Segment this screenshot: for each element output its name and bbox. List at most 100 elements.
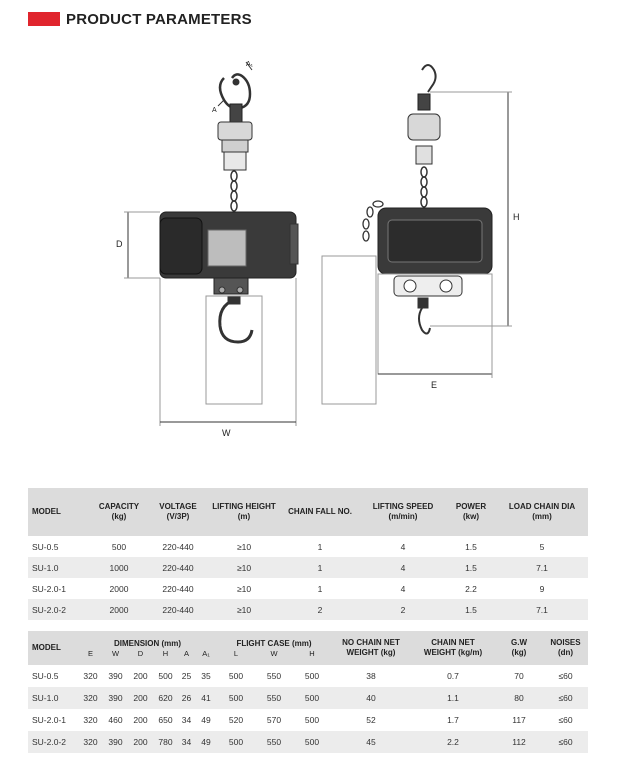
cell-model: SU-0.5	[32, 671, 59, 681]
table-header-row: MODEL DIMENSION (mm) FLIGHT CASE (mm) NO…	[28, 631, 588, 657]
cell-no-chain-weight: 40	[366, 693, 376, 703]
table-row: SU-0.5 320 390 200 500 25 35 500 550 500…	[28, 665, 588, 687]
subheader-h: H	[162, 649, 169, 658]
side-view-drawing	[321, 64, 512, 405]
cell-case-l: 500	[228, 671, 244, 681]
cell-a1: 49	[201, 715, 211, 725]
cell-case-l: 520	[228, 715, 244, 725]
table-row: SU-2.0-1 320 460 200 650 34 49 520 570 5…	[28, 709, 588, 731]
cell-e: 320	[83, 693, 98, 703]
cell-no-chain-weight: 52	[366, 715, 376, 725]
cell-noises: ≤60	[558, 715, 573, 725]
cell-a1: 41	[201, 693, 211, 703]
cell-gw: 117	[512, 715, 526, 725]
cell-case-w: 550	[266, 693, 282, 703]
cell-h: 500	[158, 671, 173, 681]
cell-capacity: 1000	[109, 562, 129, 573]
subheader-e: E	[87, 649, 93, 658]
cell-a: 34	[181, 737, 192, 747]
column-header-gw: G.W(kg)	[511, 638, 527, 657]
column-header-dimension: DIMENSION (mm)	[113, 639, 182, 648]
table-header-row: MODEL CAPACITY(kg) VOLTAGE(V/3P) LIFTING…	[28, 488, 588, 536]
cell-model: SU-2.0-2	[32, 737, 67, 747]
cell-lifting-speed: 2	[400, 604, 406, 615]
page-title: PRODUCT PARAMETERS	[66, 10, 252, 28]
dimension-a1-label: A₁	[246, 61, 254, 68]
column-header-flight-case: FLIGHT CASE (mm)	[236, 639, 312, 648]
cell-load-chain: 7.1	[536, 562, 548, 573]
cell-gw: 70	[514, 671, 524, 681]
cell-a: 25	[181, 671, 192, 681]
cell-d: 200	[133, 737, 148, 747]
hoist-technical-drawing: D W H E A A₁	[116, 61, 520, 438]
cell-case-h: 500	[304, 693, 320, 703]
cell-chain-fall: 1	[317, 562, 323, 573]
subheader-a1: A₁	[202, 649, 210, 658]
cell-d: 200	[133, 715, 148, 725]
column-header-capacity: CAPACITY(kg)	[98, 502, 140, 521]
subheader-d: D	[137, 649, 144, 658]
cell-model: SU-2.0-1	[32, 583, 67, 594]
cell-chain-weight: 0.7	[447, 671, 459, 681]
cell-capacity: 2000	[109, 583, 129, 594]
cell-a: 26	[181, 693, 192, 703]
cell-no-chain-weight: 45	[366, 737, 376, 747]
cell-power: 2.2	[465, 583, 477, 594]
cell-lifting-height: ≥10	[236, 583, 252, 594]
cell-w: 390	[108, 737, 123, 747]
header-accent-bar	[28, 12, 60, 26]
cell-w: 390	[108, 693, 123, 703]
cell-case-l: 500	[228, 737, 244, 747]
cell-chain-weight: 1.1	[447, 693, 459, 703]
cell-e: 320	[83, 715, 98, 725]
cell-model: SU-2.0-2	[32, 604, 67, 615]
cell-w: 460	[108, 715, 123, 725]
cell-chain-fall: 1	[317, 541, 323, 552]
cell-load-chain: 5	[539, 541, 545, 552]
table-row: SU-0.5 500 220-440 ≥10 1 4 1.5 5	[28, 536, 588, 557]
cell-lifting-speed: 4	[400, 583, 406, 594]
column-header-model: MODEL	[32, 643, 61, 652]
cell-chain-weight: 1.7	[447, 715, 459, 725]
cell-w: 390	[108, 671, 123, 681]
front-view-drawing	[124, 61, 299, 426]
cell-capacity: 2000	[109, 604, 129, 615]
cell-model: SU-2.0-1	[32, 715, 67, 725]
cell-lifting-speed: 4	[400, 562, 406, 573]
column-header-voltage: VOLTAGE(V/3P)	[159, 502, 197, 521]
cell-chain-fall: 1	[317, 583, 323, 594]
column-header-chain-fall: CHAIN FALL NO.	[288, 507, 352, 516]
cell-voltage: 220-440	[162, 541, 194, 552]
cell-load-chain: 7.1	[536, 604, 548, 615]
cell-load-chain: 9	[539, 583, 545, 594]
subheader-w: W	[111, 649, 120, 658]
dimension-h-label: H	[513, 212, 520, 222]
table-row: SU-2.0-2 320 390 200 780 34 49 500 550 5…	[28, 731, 588, 753]
cell-lifting-height: ≥10	[236, 604, 252, 615]
cell-model: SU-1.0	[32, 693, 59, 703]
cell-chain-weight: 2.2	[447, 737, 459, 747]
cell-h: 620	[158, 693, 173, 703]
table-row: SU-2.0-1 2000 220-440 ≥10 1 4 2.2 9	[28, 578, 588, 599]
cell-power: 1.5	[465, 562, 477, 573]
column-header-model: MODEL	[32, 507, 61, 516]
subheader-a: A	[183, 649, 189, 658]
cell-model: SU-1.0	[32, 562, 59, 573]
table-row: SU-1.0 320 390 200 620 26 41 500 550 500…	[28, 687, 588, 709]
cell-case-w: 550	[266, 737, 282, 747]
cell-lifting-speed: 4	[400, 541, 406, 552]
dimension-w-label: W	[222, 428, 231, 438]
subheader-case-l: L	[233, 649, 239, 658]
cell-power: 1.5	[465, 541, 477, 552]
cell-a1: 35	[201, 671, 211, 681]
cell-case-l: 500	[228, 693, 244, 703]
cell-case-h: 500	[304, 737, 320, 747]
cell-gw: 80	[514, 693, 524, 703]
column-header-lifting-speed: LIFTING SPEED(m/min)	[372, 502, 434, 521]
subheader-case-w: W	[270, 649, 278, 658]
cell-e: 320	[83, 671, 98, 681]
cell-h: 780	[158, 737, 173, 747]
cell-d: 200	[133, 671, 148, 681]
cell-d: 200	[133, 693, 148, 703]
section-header: PRODUCT PARAMETERS	[28, 8, 252, 30]
